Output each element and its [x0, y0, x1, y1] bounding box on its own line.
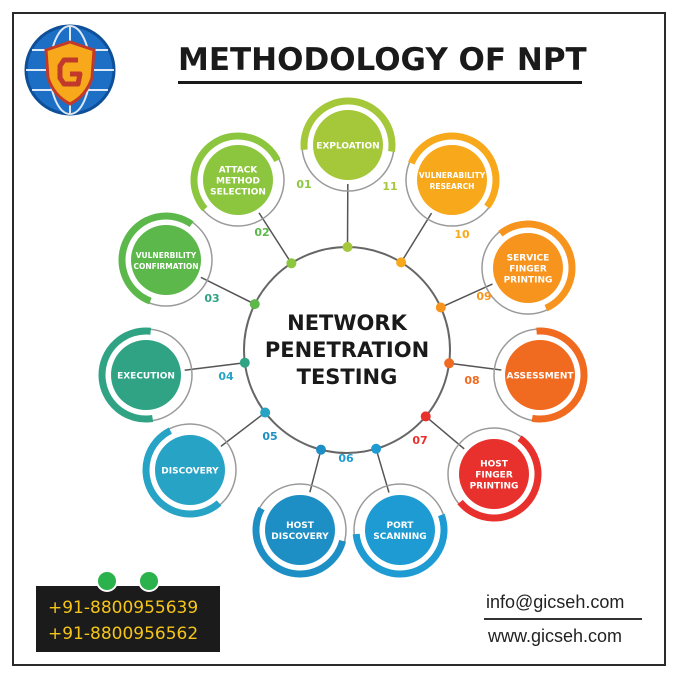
step-label-line: DISCOVERY — [271, 532, 329, 542]
step-disc — [505, 340, 575, 410]
step-node-2[interactable]: VULNERBILITY CONFIRMATION — [118, 212, 213, 307]
connector-dot-3 — [239, 357, 250, 368]
connector-dot-5 — [315, 444, 326, 455]
step-node-11[interactable]: EXPLOATION — [300, 97, 396, 192]
step-number-3: 03 — [204, 292, 219, 305]
connector-dot-4 — [260, 407, 271, 418]
step-number-5: 05 — [262, 430, 277, 443]
connector-dot-8 — [444, 358, 455, 369]
step-disc — [493, 233, 563, 303]
step-disc — [417, 145, 487, 215]
contact-divider — [484, 618, 642, 620]
step-label-line: FINGER — [475, 471, 513, 481]
phone-number-2[interactable]: +91-8800956562 — [48, 624, 199, 644]
connector-dot-9 — [435, 302, 446, 313]
step-number-10: 10 — [454, 228, 470, 241]
step-label-line: SCANNING — [373, 532, 426, 542]
center-text-line-1: NETWORK — [287, 311, 407, 335]
step-disc — [111, 340, 181, 410]
step-label-line: SELECTION — [210, 188, 266, 198]
whatsapp-icon[interactable] — [96, 570, 118, 592]
step-number-2: 02 — [254, 226, 269, 239]
step-label-line: PORT — [387, 521, 415, 531]
step-label-line: FINGER — [509, 265, 547, 275]
step-color-arc — [142, 427, 222, 518]
connector-dot-6 — [371, 443, 382, 454]
step-color-arc — [408, 132, 500, 209]
step-label-line: PRINTING — [504, 276, 553, 286]
connector-dots — [239, 242, 455, 455]
step-label-line: RESEARCH — [430, 182, 475, 191]
step-disc — [131, 225, 201, 295]
step-number-11: 11 — [382, 180, 397, 193]
step-disc — [265, 495, 335, 565]
logo-globe-shield-icon — [24, 24, 116, 116]
page-title: METHODOLOGY OF NPT — [178, 42, 587, 78]
step-label-line: ATTACK — [219, 166, 259, 176]
step-label-line: HOST — [286, 521, 315, 531]
step-label-line: VULNERBILITY — [136, 251, 197, 260]
phone-icon[interactable] — [138, 570, 160, 592]
step-color-arc — [300, 97, 396, 153]
step-disc — [155, 435, 225, 505]
step-number-4: 04 — [218, 370, 234, 383]
step-number-1: 01 — [296, 178, 311, 191]
step-color-arc — [190, 132, 281, 212]
step-color-arc — [531, 327, 588, 423]
step-color-arc — [352, 513, 448, 578]
phone-box — [36, 586, 220, 652]
connector-dot-11 — [342, 242, 353, 253]
step-label-line: CONFIRMATION — [133, 262, 198, 271]
connector-dot-1 — [286, 258, 297, 269]
step-number-6: 06 — [338, 452, 354, 465]
step-label-line: HOST — [480, 460, 509, 470]
step-label-line: EXECUTION — [117, 372, 175, 382]
step-color-arc — [498, 220, 576, 312]
page-frame — [12, 12, 666, 666]
step-color-arc — [457, 435, 542, 522]
step-disc — [365, 495, 435, 565]
center-text-line-3: TESTING — [297, 365, 398, 389]
step-node-3[interactable]: EXECUTION — [98, 327, 193, 423]
step-label-line: SERVICE — [507, 254, 550, 264]
center-text-line-2: PENETRATION — [265, 338, 429, 362]
connector-dot-10 — [396, 257, 407, 268]
email-link[interactable]: info@gicseh.com — [486, 592, 625, 612]
step-disc — [203, 145, 273, 215]
title-underline — [178, 81, 582, 84]
step-label-line: VULNERABILITY — [419, 171, 486, 180]
step-disc — [459, 439, 529, 509]
step-label-line: EXPLOATION — [316, 142, 379, 152]
phone-number-1[interactable]: +91-8800955639 — [48, 598, 199, 618]
step-color-arc — [98, 327, 154, 423]
step-label-line: ASSESSMENT — [506, 372, 574, 382]
step-number-8: 08 — [464, 374, 479, 387]
step-node-8[interactable]: ASSESSMENT — [493, 327, 588, 423]
connector-dot-2 — [249, 299, 260, 310]
step-number-7: 07 — [412, 434, 427, 447]
step-label-line: PRINTING — [470, 482, 519, 492]
step-number-9: 09 — [476, 290, 491, 303]
step-node-10[interactable]: VULNERABILITY RESEARCH — [405, 132, 500, 227]
step-color-arc — [252, 506, 347, 578]
step-color-arc — [118, 212, 194, 305]
connector-dot-7 — [420, 411, 431, 422]
step-disc — [313, 110, 383, 180]
step-label-line: DISCOVERY — [161, 467, 219, 477]
step-label-line: METHOD — [216, 177, 260, 187]
step-node-4[interactable]: DISCOVERY — [142, 423, 237, 518]
website-link[interactable]: www.gicseh.com — [488, 626, 623, 646]
